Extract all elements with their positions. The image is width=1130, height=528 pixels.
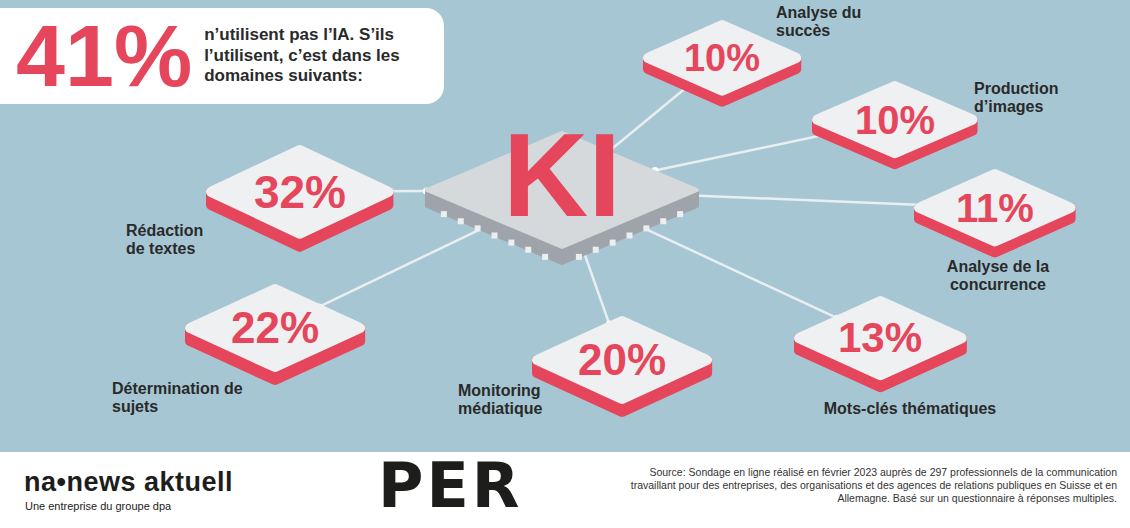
chip-pin — [643, 225, 649, 231]
chip-label: KI — [422, 113, 702, 237]
percent-value: 11% — [914, 169, 1076, 247]
chip-pin — [492, 233, 498, 239]
connector-path — [688, 195, 923, 205]
source-note: Source: Sondage en ligne réalisé en févr… — [612, 466, 1117, 505]
chip-pin — [660, 218, 666, 224]
percent-value: 10% — [812, 81, 978, 158]
percent-value: 22% — [185, 284, 365, 372]
chip-pin — [441, 211, 447, 217]
percent-value: 32% — [206, 145, 393, 239]
chip-pin — [627, 233, 633, 239]
chip-pin — [525, 247, 531, 253]
domain-label: Détermination de sujets — [112, 380, 244, 417]
footer-strip — [0, 452, 1130, 528]
domain-label: Rédaction de textes — [126, 222, 224, 259]
stat-diamond: 22%Détermination de sujets — [185, 284, 365, 385]
chip-pin — [458, 218, 464, 224]
chip-pin — [610, 240, 616, 246]
percent-value: 20% — [532, 316, 712, 404]
stat-diamond: 13%Mots-clés thématiques — [794, 296, 967, 392]
chip-pin — [677, 211, 683, 217]
domain-label: Mots-clés thématiques — [790, 400, 1030, 418]
headline-banner: 41%n’utilisent pas l’IA. S’ils l’utilise… — [0, 8, 444, 104]
connector-path — [655, 132, 840, 171]
stat-diamond: 11%Analyse de la concurrence — [914, 169, 1076, 258]
headline-percent: 41% — [16, 12, 192, 100]
percent-value: 13% — [794, 296, 967, 380]
connector-path — [319, 222, 497, 307]
chip-pin — [593, 247, 599, 253]
connector-path — [629, 221, 838, 318]
chip-block: KI — [422, 128, 702, 268]
connector-path — [610, 81, 695, 151]
chip-pin — [576, 254, 582, 260]
connector-line — [625, 218, 841, 322]
sky-panel — [0, 0, 1130, 452]
domain-label: Analyse de la concurrence — [928, 258, 1068, 295]
chip-pin — [508, 240, 514, 246]
headline-text: n’utilisent pas l’IA. S’ils l’utilisent,… — [204, 25, 426, 86]
chip-pin — [542, 254, 548, 260]
domain-label: Monitoring médiatique — [458, 382, 570, 419]
stat-diamond: 32%Rédaction de textes — [206, 145, 393, 252]
connector-line — [684, 192, 926, 209]
domain-label: Production d’images — [974, 80, 1086, 117]
stat-diamond: 10%Analyse du succès — [643, 20, 801, 107]
stat-diamond: 20%Monitoring médiatique — [532, 316, 712, 417]
chip-pin — [475, 225, 481, 231]
brand-logo: PER — [378, 452, 578, 520]
stat-diamond: 10%Production d’images — [812, 81, 978, 169]
brand-tagline: Une entreprise du groupe dpa — [25, 500, 345, 514]
connector-path — [390, 190, 426, 193]
brand-logo: na•news aktuell — [24, 466, 344, 500]
domain-label: Analyse du succès — [776, 4, 876, 41]
